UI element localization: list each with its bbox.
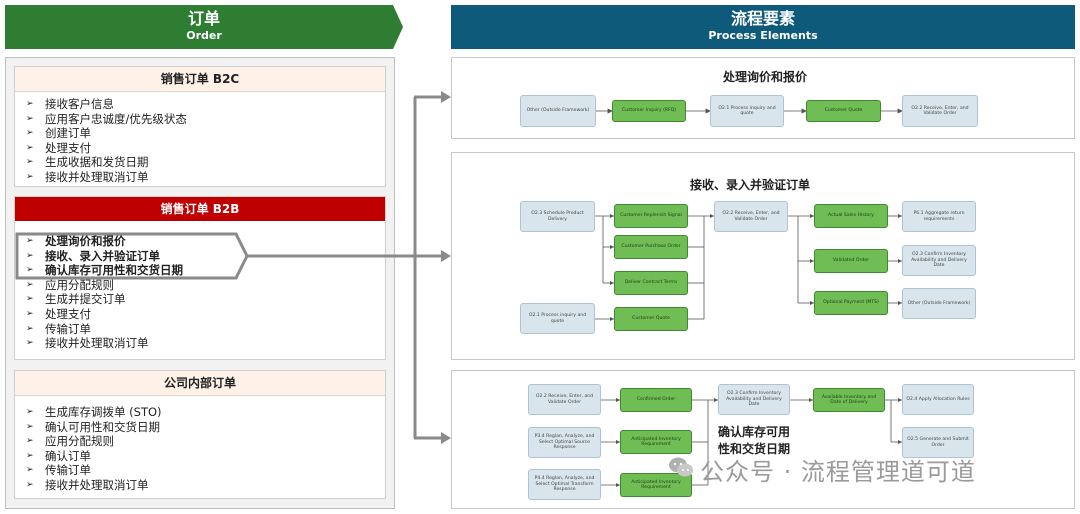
process-node: O2.3 Confirm Inventory Availability and … <box>902 245 976 276</box>
process-node: O2.1 Process inquiry and quote <box>520 303 595 334</box>
process-header-title: 流程要素 <box>730 9 795 28</box>
list-item: ➢处理询价和报价 <box>26 234 126 248</box>
list-item: ➢确认库存可用性和交货日期 <box>26 263 183 278</box>
order-header-subtitle: Order <box>186 29 222 42</box>
process-node: Other (Outside Framework) <box>902 288 976 319</box>
list-item: ➢处理支付 <box>26 306 91 321</box>
panel-title: 接收、录入并验证订单 <box>689 178 810 192</box>
list-item: ➢应用分配规则 <box>26 277 114 292</box>
artifact-node: Customer Quote <box>806 100 881 122</box>
artifact-node: Customer Purchase Order <box>614 235 688 259</box>
list-item: ➢接收并处理取消订单 <box>26 336 149 351</box>
list-item: ➢传输订单 <box>26 321 91 336</box>
process-elements-header: 流程要素 Process Elements <box>451 5 1075 49</box>
artifact-node: Anticipated Inventory Requirement <box>620 430 692 454</box>
b2c-item-list: ➢接收客户信息 ➢应用客户忠诚度/优先级状态 ➢创建订单 ➢处理支付 ➢生成收据… <box>15 97 187 185</box>
list-item: ➢生成收据和发货日期 <box>26 155 149 170</box>
list-item: ➢确认订单 <box>26 448 91 463</box>
process-node: O2.3 Confirm Inventory Availability and … <box>718 384 790 415</box>
process-node: O2.3 Schedule Product Delivery <box>520 201 595 232</box>
order-header-title: 订单 <box>187 9 220 28</box>
process-node: P3.4 Reglan, Analyze, and Select Optimal… <box>528 427 601 458</box>
list-item: ➢接收并处理取消订单 <box>26 477 149 492</box>
order-header: 订单 Order <box>5 5 403 49</box>
artifact-node: Confirmed Order <box>620 388 692 412</box>
panel-title: 确认库存可用性和交货日期 <box>718 425 791 456</box>
b2c-section: 销售订单 B2C ➢接收客户信息 ➢应用客户忠诚度/优先级状态 ➢创建订单 ➢处… <box>14 66 386 187</box>
b2c-title: 销售订单 B2C <box>15 67 385 92</box>
list-item: ➢确认可用性和交货日期 <box>26 419 160 434</box>
process-node: O2.2 Receive, Enter, and Validate Order <box>528 384 601 415</box>
process-node: P4.4 Reglan, Analyze, and Select Optimal… <box>528 469 601 500</box>
list-item: ➢处理支付 <box>26 140 91 155</box>
process-node: O2.4 Apply Allocation Rules <box>902 384 974 415</box>
list-item: ➢生成库存调拨单 (STO) <box>26 405 162 419</box>
list-item: ➢接收并处理取消订单 <box>26 169 149 184</box>
process-node: P6.1 Aggregate return requirements <box>902 201 976 232</box>
list-item: ➢生成并提交订单 <box>26 292 126 307</box>
process-node: O2.2 Receive, Enter, and Validate Order <box>714 201 788 232</box>
process-node: O2.5 Generate and Submit Order <box>902 427 974 458</box>
artifact-node: Customer Inquiry (RFQ) <box>612 100 686 122</box>
b2b-item-list: ➢处理询价和报价 ➢接收、录入并验证订单 ➢确认库存可用性和交货日期 ➢应用分配… <box>15 234 183 351</box>
artifact-node: Validated Order <box>814 249 888 273</box>
internal-order-section: 公司内部订单 ➢生成库存调拨单 (STO) ➢确认可用性和交货日期 ➢应用分配规… <box>14 370 386 499</box>
list-item: ➢创建订单 <box>26 126 91 141</box>
artifact-node: Anticipated Inventory Requirement <box>620 473 692 497</box>
internal-order-title: 公司内部订单 <box>15 371 385 396</box>
artifact-node: Deliver Contract Terms <box>614 271 688 295</box>
artifact-node: Customer Quote <box>614 307 688 331</box>
internal-item-list: ➢生成库存调拨单 (STO) ➢确认可用性和交货日期 ➢应用分配规则 ➢确认订单… <box>15 405 162 493</box>
watermark-text: 公众号 · 流程管理道可道 <box>700 458 976 486</box>
list-item: ➢传输订单 <box>26 463 91 478</box>
process-node: Other (Outside Framework) <box>520 95 596 127</box>
process-node: O2.1 Process inquiry and quote <box>710 95 784 127</box>
list-item: ➢接收客户信息 <box>26 97 114 111</box>
panel-title: 处理询价和报价 <box>722 70 807 84</box>
process-node: O2.2 Receive, Enter, and Validate Order <box>902 95 978 127</box>
artifact-node: Actual Sales History <box>814 204 888 228</box>
b2b-title: 销售订单 B2B <box>15 197 385 221</box>
list-item: ➢接收、录入并验证订单 <box>26 248 160 263</box>
wechat-icon <box>669 457 693 477</box>
artifact-node: Customer Replenish Signal <box>614 204 688 228</box>
list-item: ➢应用客户忠诚度/优先级状态 <box>26 111 187 126</box>
list-item: ➢应用分配规则 <box>26 434 114 449</box>
process-header-subtitle: Process Elements <box>708 29 818 42</box>
artifact-node: Optional Payment (MTS) <box>814 291 888 315</box>
artifact-node: Available Inventory and Date of Delivery <box>813 388 885 412</box>
